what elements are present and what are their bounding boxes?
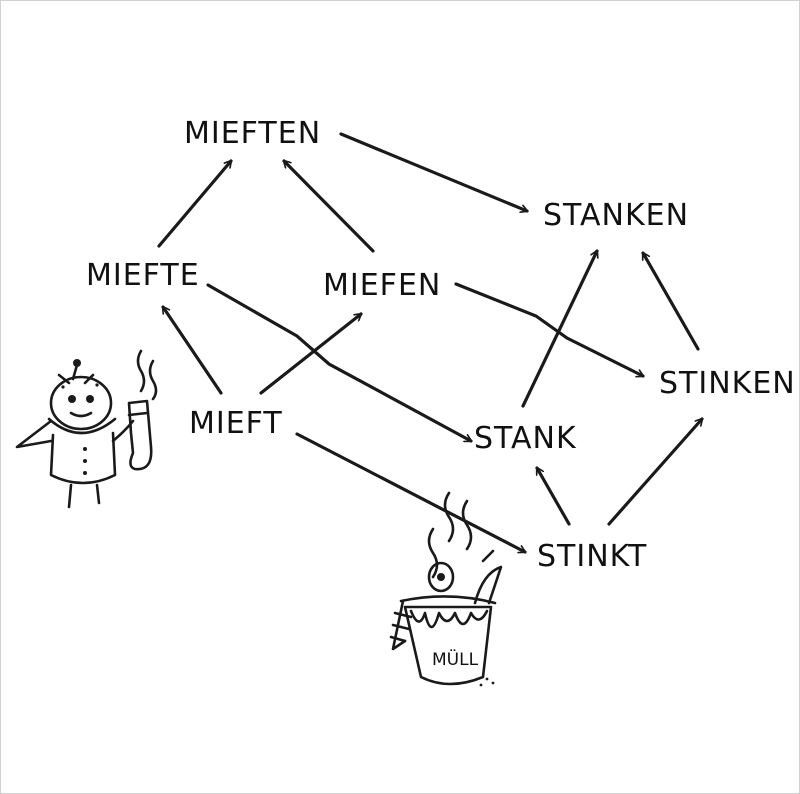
edge-stinkt-stinken [607, 417, 704, 526]
edge-stinkt-stank [535, 466, 571, 526]
edge-mieft-stinkt [295, 432, 527, 554]
robot-with-sock-icon [15, 349, 158, 509]
edge-group [157, 132, 704, 554]
edge-stank-stanken [521, 249, 597, 408]
word-miefen: MIEFEN [323, 268, 441, 303]
word-stank: STANK [474, 421, 577, 456]
edge-mieften-stanken [339, 132, 529, 211]
edge-mieft-miefte [161, 305, 223, 395]
edge-miefte-mieften [157, 159, 233, 248]
node-group: MIEFTEN STANKEN MIEFTE MIEFEN STINKEN MI… [86, 116, 796, 574]
word-stanken: STANKEN [543, 198, 689, 233]
bin-label: MÜLL [432, 648, 479, 670]
edge-miefte-stank [206, 283, 473, 443]
word-stinken: STINKEN [659, 366, 796, 401]
word-mieften: MIEFTEN [184, 116, 321, 151]
edge-mieft-miefen [259, 312, 363, 395]
word-stinkt: STINKT [537, 539, 647, 574]
edge-miefen-mieften [282, 159, 375, 253]
trash-bin-icon: MÜLL [389, 491, 503, 687]
word-mieft: MIEFT [189, 406, 283, 441]
edge-miefen-stinken [454, 282, 645, 378]
word-miefte: MIEFTE [86, 258, 200, 293]
edge-stinken-stanken [641, 251, 700, 351]
